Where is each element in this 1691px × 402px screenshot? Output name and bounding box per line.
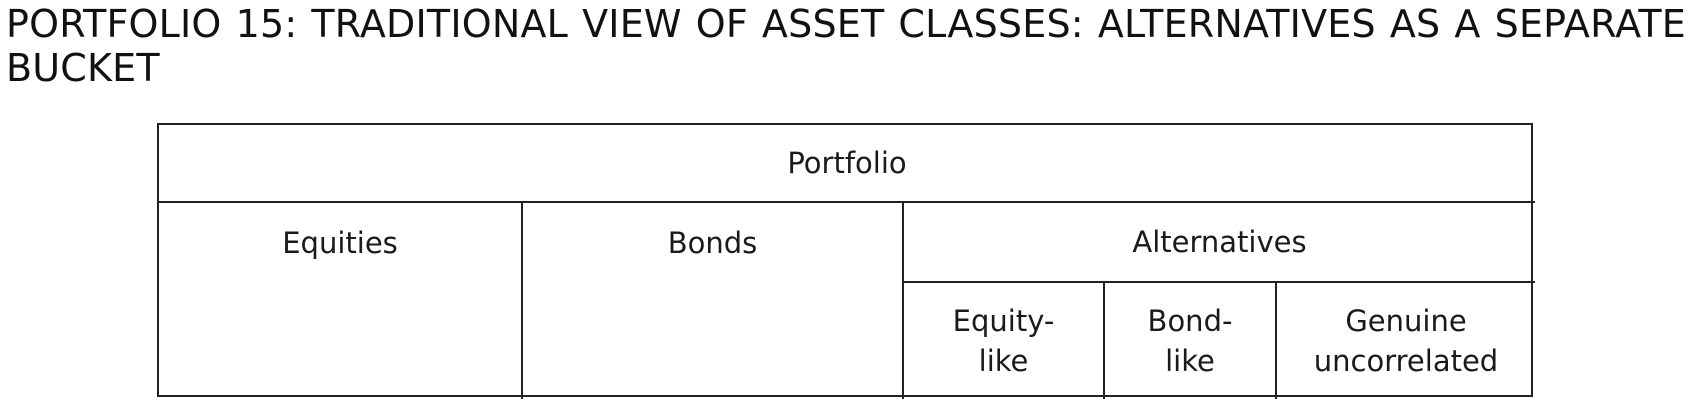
- alternatives-box: Alternatives: [904, 203, 1535, 283]
- bonds-box: Bonds: [523, 203, 904, 399]
- alternatives-label: Alternatives: [1132, 225, 1307, 259]
- genuine-line1: Genuine: [1345, 304, 1467, 338]
- equity-like-label: Equity- like: [953, 301, 1055, 381]
- equities-label: Equities: [282, 226, 398, 260]
- genuine-uncorrelated-label: Genuine uncorrelated: [1314, 301, 1498, 381]
- bond-like-box: Bond- like: [1105, 283, 1277, 399]
- portfolio-label: Portfolio: [787, 146, 907, 180]
- equity-like-line1: Equity-: [952, 304, 1055, 338]
- bond-like-line1: Bond-: [1147, 304, 1233, 338]
- bond-like-line2: like: [1165, 344, 1215, 378]
- figure-title: PORTFOLIO 15: TRADITIONAL VIEW OF ASSET …: [6, 2, 1686, 90]
- genuine-line2: uncorrelated: [1313, 344, 1499, 378]
- equity-like-box: Equity- like: [904, 283, 1105, 399]
- equities-box: Equities: [159, 203, 523, 399]
- bonds-label: Bonds: [667, 226, 758, 260]
- portfolio-box: Portfolio: [159, 125, 1535, 203]
- equity-like-line2: like: [978, 344, 1029, 378]
- asset-class-diagram: Portfolio Equities Bonds Alternatives Eq…: [157, 123, 1535, 399]
- genuine-uncorrelated-box: Genuine uncorrelated: [1277, 283, 1535, 399]
- bond-like-label: Bond- like: [1148, 301, 1233, 381]
